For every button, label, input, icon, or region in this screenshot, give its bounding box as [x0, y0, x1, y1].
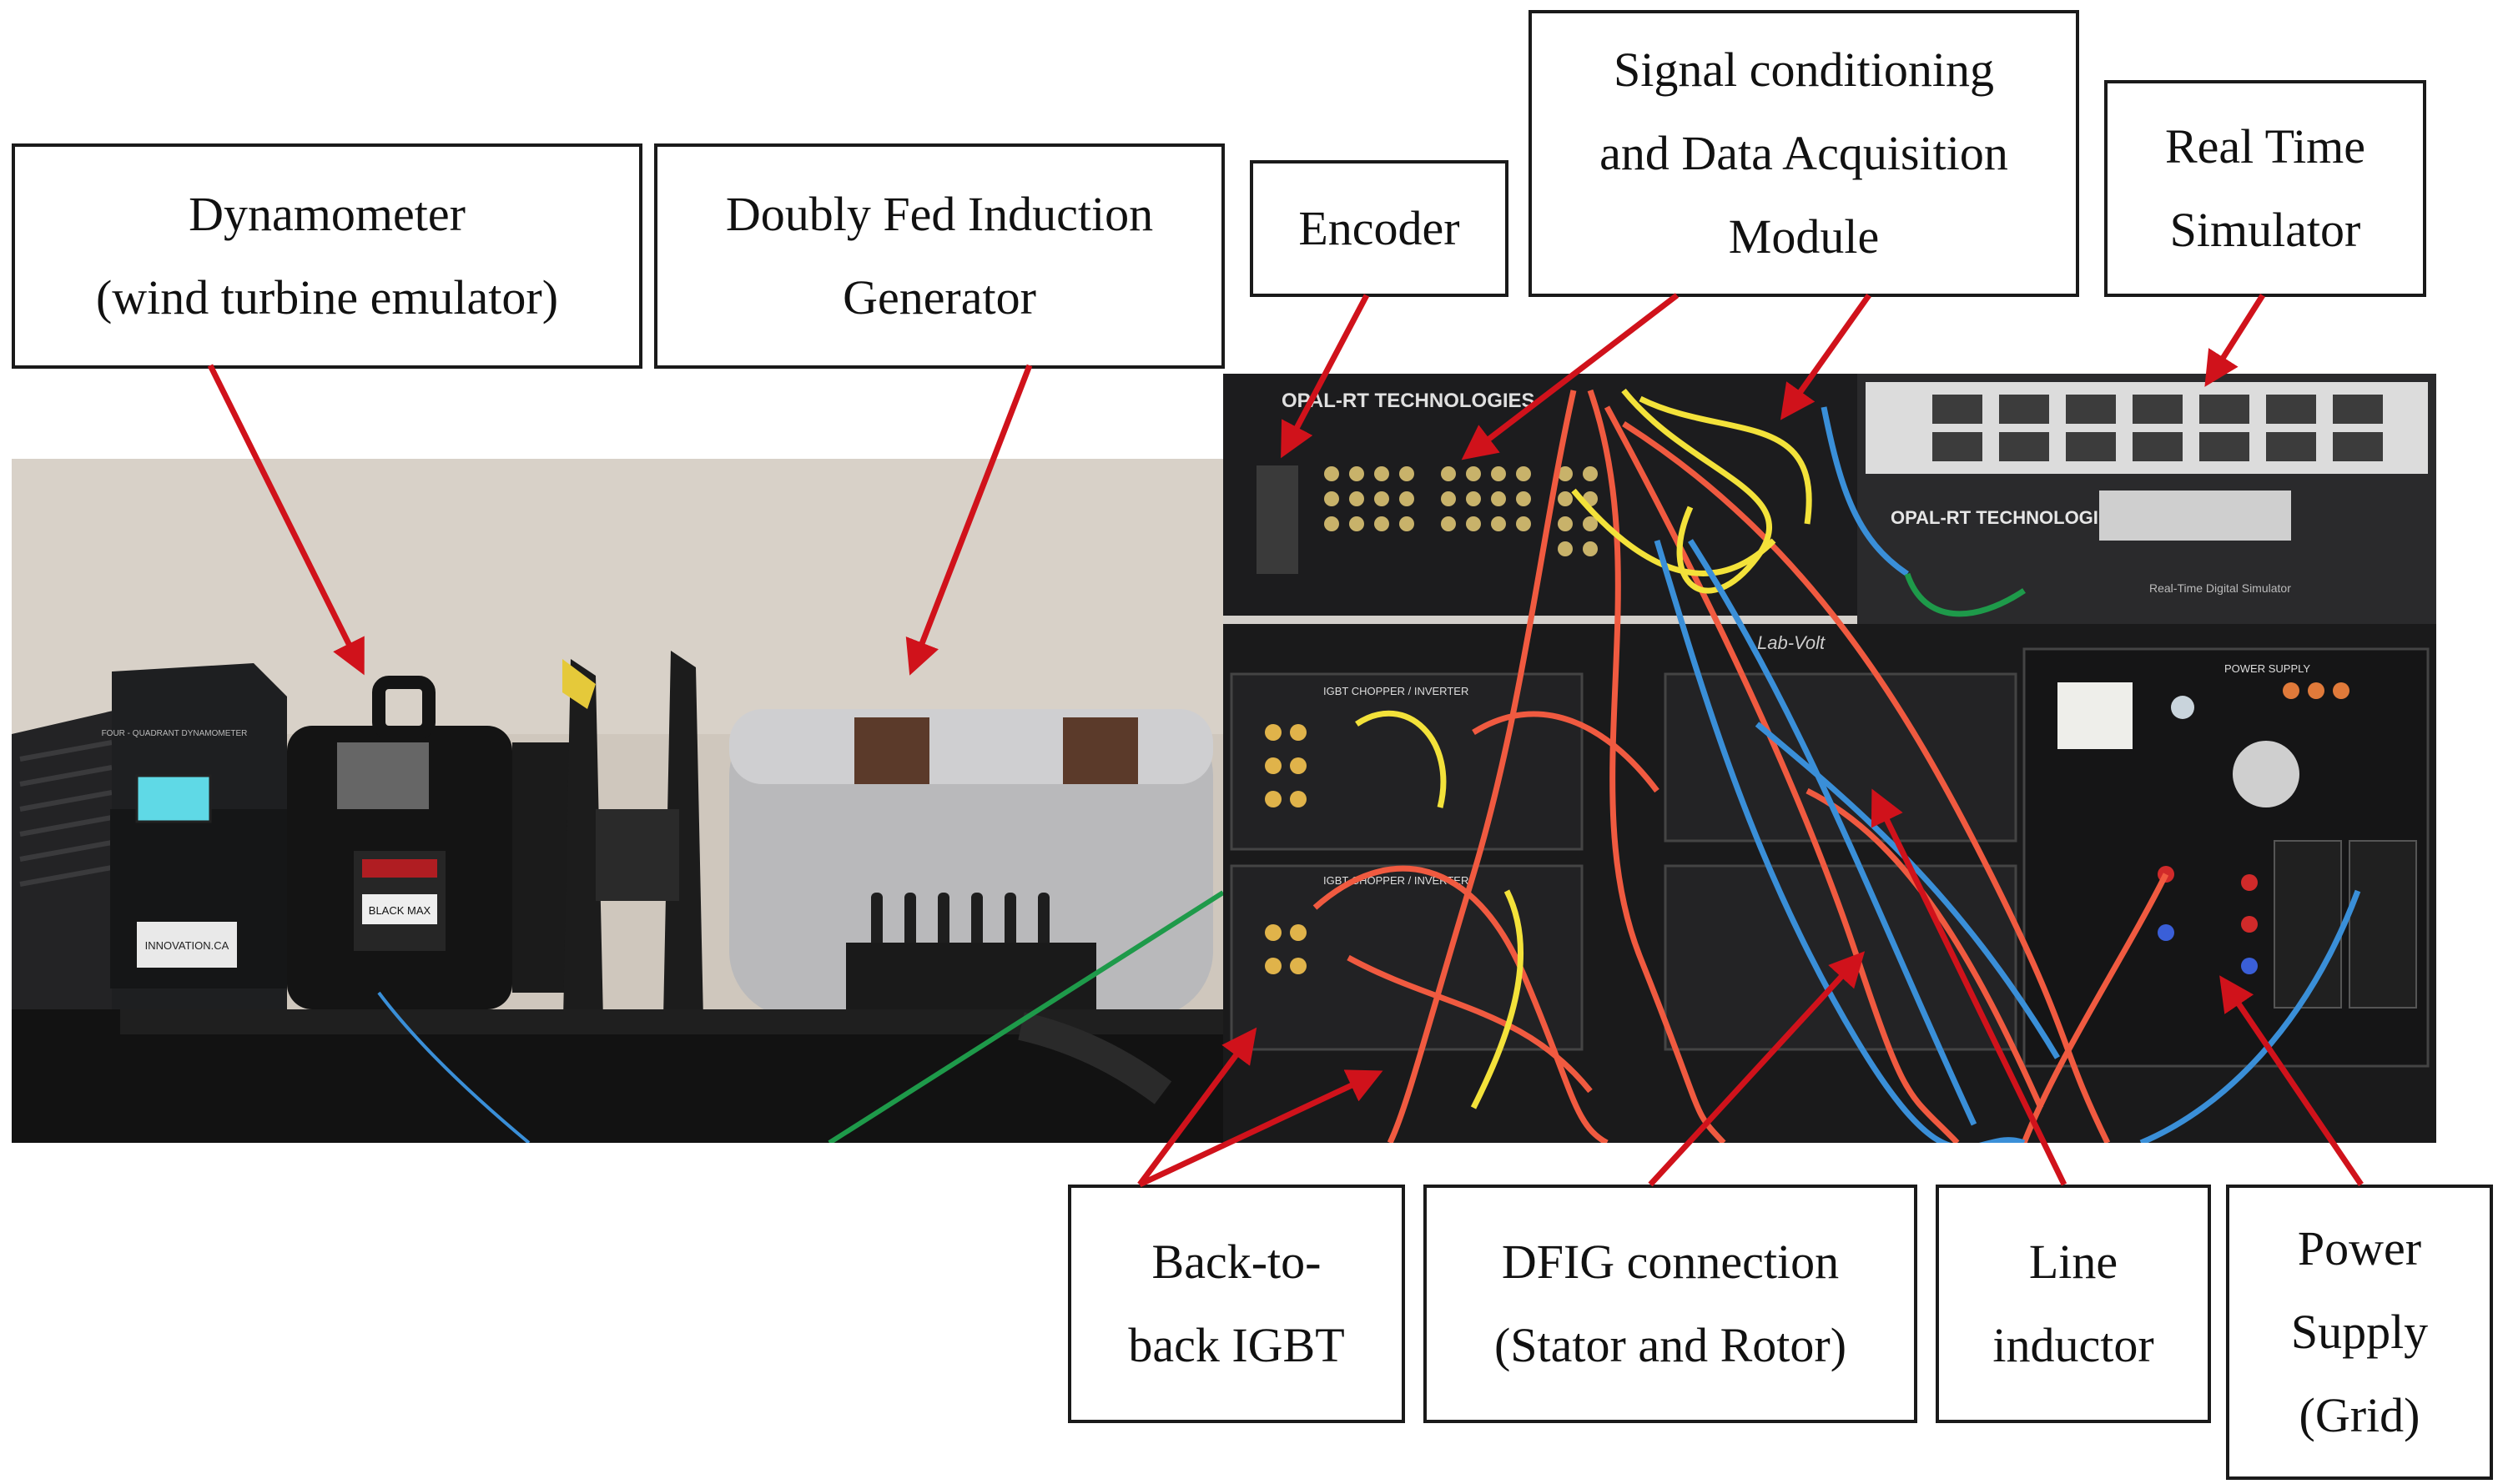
dynamometer-dfig-illustration: INNOVATION.CA FOUR - QUADRANT DYNAMOMETE… [12, 459, 1223, 1143]
dfig-cooling-slots [871, 893, 1050, 951]
simulator-io-card [2099, 490, 2291, 541]
motor-badge-text: BLACK MAX [369, 904, 431, 917]
motor-lift-ring [372, 676, 436, 739]
label-back-to-back-igbt: Back-to-back IGBT [1068, 1185, 1405, 1423]
dyno-vent-grille [19, 740, 113, 887]
simulator-caption: Real-Time Digital Simulator [2149, 581, 2291, 595]
label-dynamometer: Dynamometer(wind turbine emulator) [12, 143, 642, 369]
dfig-window-2 [1063, 717, 1138, 784]
guard-warning-sticker [562, 659, 596, 709]
simulator-brand-text: OPAL-RT TECHNOLOGIES [1891, 507, 2123, 528]
coupling-guard-left [562, 659, 604, 1059]
dc-output-panel-1 [2274, 840, 2342, 1009]
label-dfig-connection: DFIG connection(Stator and Rotor) [1423, 1185, 1917, 1423]
voltage-knob [2233, 741, 2299, 807]
voltmeter [2057, 682, 2133, 749]
igbt-module-1-label: IGBT CHOPPER / INVERTER [1323, 685, 1468, 697]
shaft-coupling [596, 809, 679, 901]
opal-rt-brand-text: OPAL-RT TECHNOLOGIES [1282, 390, 1535, 412]
labvolt-brand-text: Lab-Volt [1757, 632, 1826, 653]
simulator-rj45-ports [1932, 395, 2383, 461]
dyno-display-screen [135, 774, 212, 823]
dfig-window-1 [854, 717, 929, 784]
blue-cable [377, 991, 531, 1143]
green-cable [828, 890, 1223, 1143]
patch-cable-green [1904, 572, 2026, 617]
igbt-terminal-jacks [1265, 724, 1307, 974]
arrow-real-time-simulator [2204, 294, 2265, 387]
motor-badge [362, 894, 437, 924]
io-connector-grid [1324, 466, 1598, 556]
dfig-housing-highlight [729, 709, 1213, 784]
motor-nameplate [337, 742, 429, 809]
dyno-brand-text: INNOVATION.CA [145, 939, 229, 952]
dyno-brand-plate [137, 922, 237, 968]
selector-knob [2171, 696, 2194, 719]
igbt-module-1 [1230, 672, 1584, 851]
hil-rack-illustration: OPAL-RT TECHNOLOGIES OPAL-RT TECHNOLOGIE… [1223, 374, 2436, 1143]
encoder-port [1257, 465, 1298, 574]
power-supply-label: POWER SUPPLY [2224, 662, 2310, 675]
label-encoder: Encoder [1250, 160, 1508, 297]
motor-warning-label [362, 859, 437, 878]
photo-hil-rack: OPAL-RT TECHNOLOGIES OPAL-RT TECHNOLOGIE… [1223, 374, 2436, 1143]
igbt-module-2 [1230, 864, 1584, 1051]
dfig-housing [729, 709, 1213, 1018]
coupling-guard-right [662, 651, 704, 1059]
dc-output-panel-2 [2349, 840, 2417, 1009]
dfig-mount [846, 943, 1096, 1018]
photo-dynamometer-dfig: INNOVATION.CA FOUR - QUADRANT DYNAMOMETE… [12, 459, 1223, 1143]
dyno-cabinet-label: FOUR - QUADRANT DYNAMOMETER [102, 729, 248, 738]
